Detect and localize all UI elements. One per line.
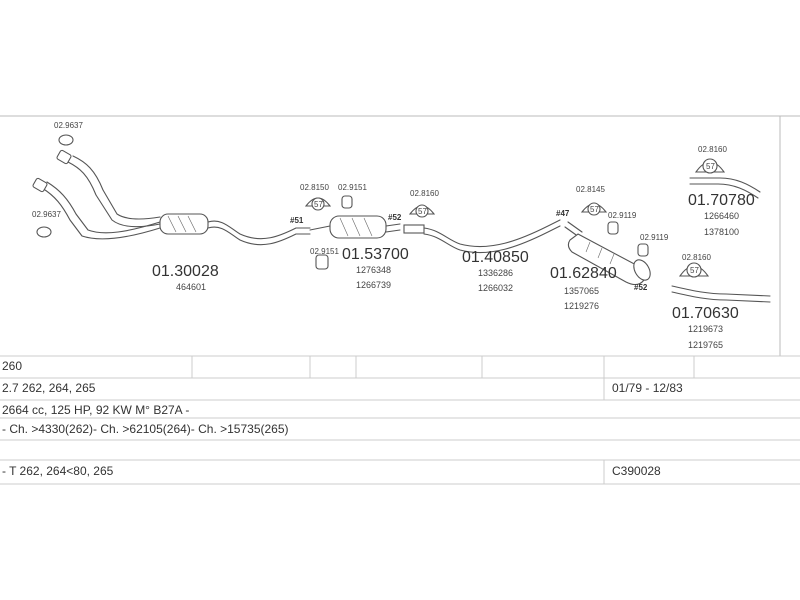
type-notes-cell: - T 262, 264<80, 265 bbox=[2, 464, 114, 478]
clamp-icon bbox=[694, 158, 726, 174]
vehicle-info-table bbox=[0, 355, 800, 485]
oem-ref-1219673: 1219673 bbox=[688, 324, 723, 334]
clamp-icon bbox=[408, 204, 436, 218]
part-number-02-8150: 02.8150 bbox=[300, 183, 329, 192]
part-number-01-40850: 01.40850 bbox=[462, 249, 529, 266]
chassis-range-cell: - Ch. >4330(262)- Ch. >62105(264)- Ch. >… bbox=[2, 422, 289, 436]
clamp-size-label: 57 bbox=[690, 266, 699, 275]
oem-ref-1378100: 1378100 bbox=[704, 227, 739, 237]
oem-ref-1266460: 1266460 bbox=[704, 211, 739, 221]
model-variants-cell: 2.7 262, 264, 265 bbox=[2, 381, 96, 395]
oem-ref-1336286: 1336286 bbox=[478, 268, 513, 278]
oem-ref-464601: 464601 bbox=[176, 282, 206, 292]
joint-tag-47: #47 bbox=[556, 209, 570, 218]
part-number-01-70780: 01.70780 bbox=[688, 192, 755, 209]
part-number-02-9637-top: 02.9637 bbox=[54, 121, 83, 130]
joint-tag-52-b: #52 bbox=[634, 283, 648, 292]
gasket-icon bbox=[36, 226, 52, 238]
part-number-02-8145: 02.8145 bbox=[576, 185, 605, 194]
part-number-01-70630: 01.70630 bbox=[672, 305, 739, 322]
part-number-02-9119-a: 02.9119 bbox=[608, 211, 637, 220]
pipe-sleeve bbox=[403, 224, 425, 234]
rubber-mount-icon bbox=[607, 221, 619, 235]
part-number-02-9119-b: 02.9119 bbox=[640, 233, 669, 242]
clamp-size-label: 57 bbox=[706, 162, 715, 171]
oem-ref-1266739: 1266739 bbox=[356, 280, 391, 290]
clamp-size-label: 57 bbox=[590, 205, 599, 214]
part-number-02-8160-upper: 02.8160 bbox=[698, 145, 727, 154]
tail-pipe-lower-assembly bbox=[671, 262, 771, 303]
clamp-icon bbox=[304, 197, 332, 211]
gasket-icon bbox=[58, 134, 74, 146]
clamp-size-label: 57 bbox=[314, 200, 323, 209]
part-number-01-30028: 01.30028 bbox=[152, 263, 219, 280]
part-number-02-8160-mid: 02.8160 bbox=[410, 189, 439, 198]
clamp-icon bbox=[678, 262, 710, 278]
catalog-code-cell: C390028 bbox=[612, 464, 661, 478]
oem-ref-1276348: 1276348 bbox=[356, 265, 391, 275]
model-code-cell: 260 bbox=[2, 359, 23, 373]
front-muffler bbox=[159, 213, 209, 235]
part-number-02-9637-bottom: 02.9637 bbox=[32, 210, 61, 219]
intermediate-pipe-assembly bbox=[403, 204, 561, 254]
part-number-01-62840: 01.62840 bbox=[550, 265, 617, 282]
center-muffler bbox=[329, 215, 387, 239]
flange-upper bbox=[56, 149, 72, 165]
oem-ref-1219765: 1219765 bbox=[688, 340, 723, 350]
front-pipe-assembly bbox=[32, 134, 311, 246]
production-period-cell: 01/79 - 12/83 bbox=[612, 381, 683, 395]
clamp-icon bbox=[580, 202, 608, 216]
clamp-size-label: 57 bbox=[418, 207, 427, 216]
rubber-mount-icon bbox=[315, 254, 329, 270]
oem-ref-1357065: 1357065 bbox=[564, 286, 599, 296]
part-number-01-53700: 01.53700 bbox=[342, 246, 409, 263]
rear-muffler-assembly bbox=[564, 202, 651, 286]
engine-spec-cell: 2664 cc, 125 HP, 92 KW M° B27A - bbox=[2, 403, 190, 417]
joint-tag-51: #51 bbox=[290, 216, 304, 225]
flange-lower bbox=[32, 177, 48, 193]
tail-pipe-upper-assembly bbox=[689, 158, 761, 199]
oem-ref-1219276: 1219276 bbox=[564, 301, 599, 311]
rubber-mount-icon bbox=[637, 243, 649, 257]
part-labels: 02.9637 02.9637 01.30028 464601 #51 02.8… bbox=[32, 121, 755, 350]
center-muffler-assembly bbox=[304, 195, 401, 270]
joint-tag-52-a: #52 bbox=[388, 213, 402, 222]
part-number-02-9151-bottom: 02.9151 bbox=[310, 247, 339, 256]
rubber-mount-icon bbox=[341, 195, 353, 209]
oem-ref-1266032: 1266032 bbox=[478, 283, 513, 293]
part-number-02-9151-top: 02.9151 bbox=[338, 183, 367, 192]
part-number-02-8160-lower: 02.8160 bbox=[682, 253, 711, 262]
